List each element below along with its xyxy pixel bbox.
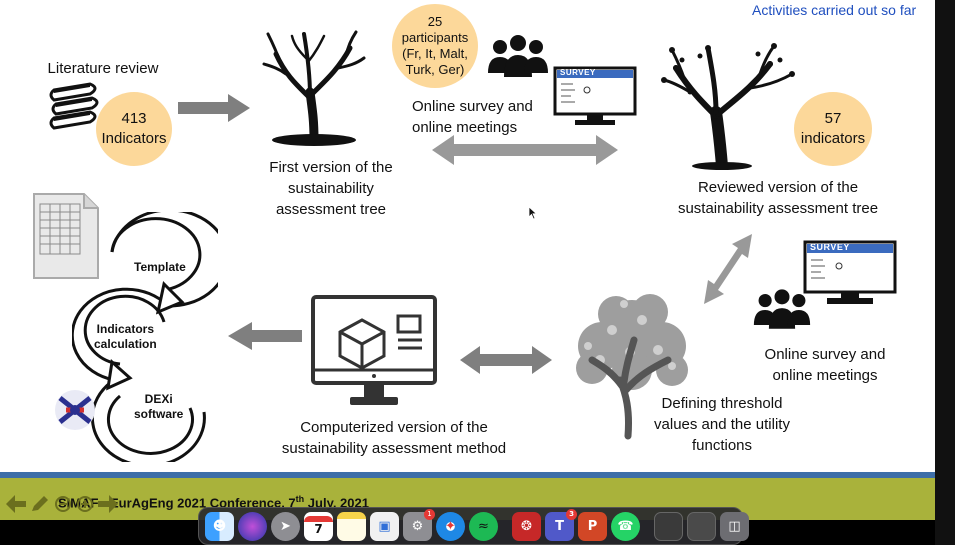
settings-badge: 1 (424, 508, 435, 520)
participants-countries-2: Turk, Ger) (405, 62, 465, 77)
first-version-line3: assessment tree (275, 201, 387, 218)
indicators-413-badge: 413 Indicators (96, 92, 172, 166)
participants-badge: 25 participants (Fr, It, Malt, Turk, Ger… (392, 4, 478, 88)
indicators-57-unit: indicators (800, 130, 866, 147)
cycle-dexi-line1: DEXi (144, 392, 173, 406)
reviewed-version-line2: sustainability assessment tree (677, 200, 879, 217)
survey-monitor-icon (553, 66, 637, 125)
footer-text-date: July, 2021 (304, 495, 369, 511)
launchpad-icon[interactable]: ➤ (271, 511, 300, 541)
first-version-caption: First version of the sustainability asse… (248, 157, 414, 220)
first-version-line2: sustainability (288, 180, 374, 197)
computerized-caption: Computerized version of the sustainabili… (266, 417, 522, 459)
presentation-slide: Activities carried out so far Literature… (0, 0, 935, 520)
double-arrow-diagonal-icon (704, 234, 752, 304)
footer-conference-text: SIMAF - EurAgEng 2021 Conference, 7th Ju… (58, 494, 369, 510)
participants-label: participants (401, 30, 469, 45)
calendar-day: 7 (314, 522, 323, 536)
cycle-calculation-label: Indicators calculation (94, 322, 157, 352)
trash-icon[interactable]: ◫ (720, 511, 749, 541)
online-survey-right-line1: Online survey and (764, 346, 886, 363)
arrow-left-icon (228, 322, 302, 350)
indicators-413-unit: Indicators (101, 130, 167, 147)
blossom-tree-icon (576, 294, 688, 440)
notes-icon[interactable] (337, 511, 366, 541)
online-survey-top-line1: Online survey and (412, 98, 533, 115)
powerpoint-icon[interactable]: P (578, 511, 607, 541)
cycle-dexi-line2: software (134, 407, 184, 421)
window-thumbnail-icon[interactable] (654, 511, 683, 541)
indicators-413-count: 413 (121, 110, 147, 127)
presenter-toolbar (6, 495, 118, 513)
reviewed-version-caption: Reviewed version of the sustainability a… (668, 177, 888, 219)
reviewed-version-line1: Reviewed version of the (697, 179, 859, 196)
next-slide-icon[interactable] (98, 495, 118, 513)
books-icon (49, 82, 99, 130)
online-survey-top-line2: online meetings (412, 119, 518, 136)
spotify-icon[interactable]: ≈ (469, 511, 498, 541)
zoom-in-icon[interactable] (76, 495, 94, 513)
literature-review-label: Literature review (47, 60, 159, 77)
online-survey-right-caption: Online survey and online meetings (752, 344, 898, 386)
cycle-dexi-label: DEXi software (134, 392, 183, 422)
arrow-right-icon (178, 94, 250, 122)
threshold-caption: Defining threshold values and the utilit… (642, 393, 802, 456)
indicators-57-badge: 57 indicators (794, 92, 872, 166)
double-arrow-horizontal-icon (432, 135, 618, 165)
bare-tree-icon (262, 30, 366, 146)
people-group-right-icon (753, 289, 811, 329)
survey-monitor-right-icon (803, 240, 897, 304)
computerized-line2: sustainability assessment method (281, 440, 507, 457)
cycle-calculation-line1: Indicators (96, 322, 155, 336)
zoom-out-icon[interactable] (54, 495, 72, 513)
window-edge (935, 0, 955, 545)
survey-top-screen-label: SURVEY (560, 68, 596, 77)
teams-badge: 3 (566, 508, 577, 520)
computerized-line1: Computerized version of the (300, 419, 488, 436)
indicators-57-count: 57 (824, 110, 842, 127)
dexi-logo-icon (55, 390, 95, 430)
whatsapp-icon[interactable]: ☎ (611, 511, 640, 541)
keynote-icon[interactable]: ▣ (370, 511, 399, 541)
footer-text-sup: th (295, 494, 305, 504)
double-arrow-middle-icon (460, 346, 552, 374)
participants-count: 25 (427, 14, 443, 29)
cycle-template-label: Template (134, 260, 186, 274)
spreadsheet-document-icon (33, 193, 99, 279)
pen-icon[interactable] (30, 495, 50, 513)
footer-text-main: SIMAF - EurAgEng 2021 Conference, 7 (58, 495, 296, 511)
siri-icon[interactable] (238, 511, 267, 541)
threshold-line3: functions (691, 437, 753, 454)
system-settings-icon[interactable]: ⚙1 (403, 508, 435, 541)
window-thumbnail-2-icon[interactable] (687, 511, 716, 541)
safari-icon[interactable]: ✦ (436, 511, 465, 541)
threshold-line1: Defining threshold (661, 395, 783, 412)
online-survey-right-line2: online meetings (772, 367, 878, 384)
mouse-cursor-icon (528, 206, 538, 220)
people-group-icon (488, 35, 548, 77)
leafy-tree-icon (661, 43, 795, 170)
threshold-line2: values and the utility (654, 416, 790, 433)
prev-slide-icon[interactable] (6, 495, 26, 513)
finder-icon[interactable]: ☻ (205, 511, 234, 541)
footer-divider (0, 472, 935, 478)
cycle-arrows-icon (72, 212, 218, 462)
calendar-icon[interactable]: 7 (304, 511, 333, 541)
acrobat-icon[interactable]: ❂ (512, 511, 541, 541)
participants-countries: (Fr, It, Malt, (402, 46, 468, 61)
cycle-calculation-line2: calculation (94, 337, 157, 351)
slide-title: Activities carried out so far (752, 2, 917, 18)
computer-cube-icon (311, 295, 437, 405)
online-survey-top-caption: Online survey and online meetings (412, 96, 542, 138)
survey-right-screen-label: SURVEY (810, 242, 850, 252)
first-version-line1: First version of the (269, 159, 393, 176)
